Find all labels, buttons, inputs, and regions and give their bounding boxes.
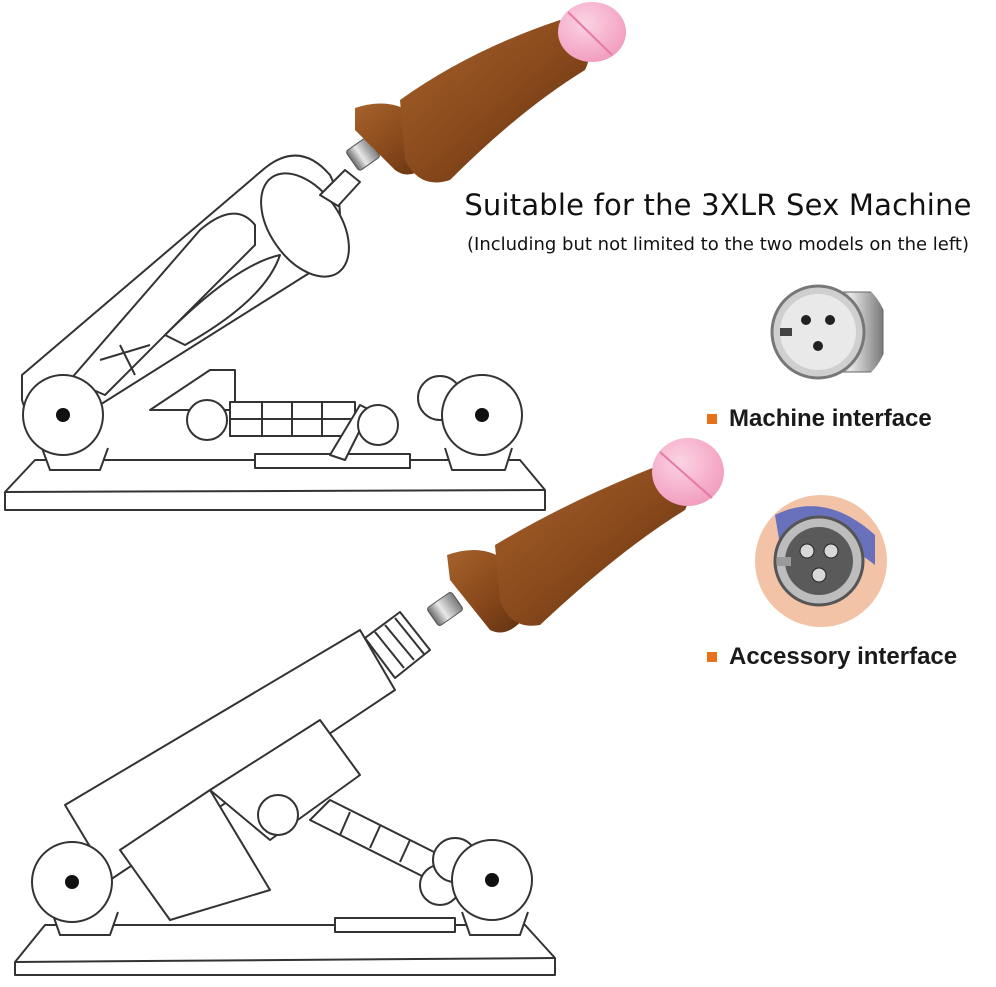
machine-two [14,611,556,976]
square-bullet-icon [707,652,717,662]
machine-one [4,154,546,511]
xlr-female-connector-icon [758,272,888,392]
page-subtitle: (Including but not limited to the two mo… [467,234,969,255]
page-title: Suitable for the 3XLR Sex Machine [464,188,972,222]
xlr-male-connector-icon [755,495,887,627]
accessory-interface-text: Accessory interface [729,643,958,670]
accessory-interface-label: Accessory interface [707,643,957,671]
machine-interface-label: Machine interface [707,405,932,433]
square-bullet-icon [707,414,717,424]
machine-interface-text: Machine interface [729,405,932,432]
attachment-two [427,438,724,633]
accessory-connector-photo [755,495,887,627]
attachment-one [346,2,626,183]
machine-connector-photo [758,272,888,392]
